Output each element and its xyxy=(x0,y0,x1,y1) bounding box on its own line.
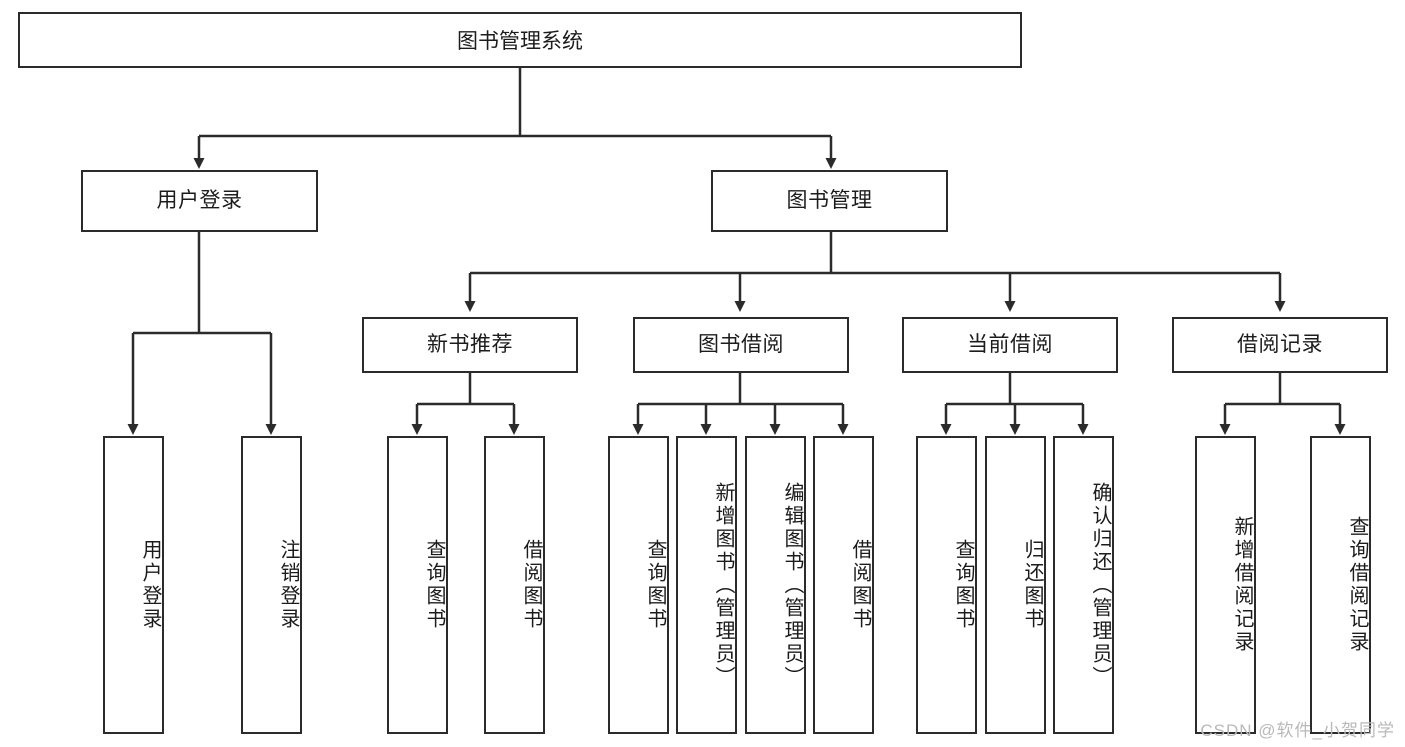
node-label: 当前借阅 xyxy=(967,333,1053,357)
node-label: 图书管理 xyxy=(786,189,873,213)
node-label: 用户登录 xyxy=(156,189,243,213)
node-label: 查询图书 xyxy=(952,539,974,631)
node-label: 查询图书 xyxy=(644,539,666,631)
node-user-login[interactable]: 用户登录 xyxy=(81,170,318,232)
node-borrow-record[interactable]: 借阅记录 xyxy=(1172,317,1388,373)
node-label: 用户登录 xyxy=(139,539,161,631)
node-label: 新增图书（管理员） xyxy=(712,481,734,689)
leaf-borrow-book[interactable]: 借阅图书 xyxy=(813,436,874,734)
node-book-management[interactable]: 图书管理 xyxy=(711,170,948,232)
leaf-user-login[interactable]: 用户登录 xyxy=(103,436,164,734)
leaf-confirm-return-admin[interactable]: 确认归还（管理员） xyxy=(1053,436,1114,734)
node-label: 图书借阅 xyxy=(698,333,784,357)
node-current-borrow[interactable]: 当前借阅 xyxy=(902,317,1118,373)
node-label: 新书推荐 xyxy=(427,333,513,357)
leaf-add-book-admin[interactable]: 新增图书（管理员） xyxy=(676,436,737,734)
node-label: 借阅图书 xyxy=(520,539,542,631)
leaf-user-logout[interactable]: 注销登录 xyxy=(241,436,302,734)
leaf-edit-book-admin[interactable]: 编辑图书（管理员） xyxy=(745,436,806,734)
leaf-query-book-borrow[interactable]: 查询图书 xyxy=(608,436,669,734)
node-label: 确认归还（管理员） xyxy=(1089,481,1111,689)
node-label: 新增借阅记录 xyxy=(1231,516,1253,654)
leaf-borrow-book-recommend[interactable]: 借阅图书 xyxy=(484,436,545,734)
node-label: 图书管理系统 xyxy=(457,30,583,53)
leaf-return-book[interactable]: 归还图书 xyxy=(985,436,1046,734)
node-label: 借阅图书 xyxy=(849,539,871,631)
node-root-book-management-system[interactable]: 图书管理系统 xyxy=(18,12,1022,68)
leaf-query-borrow-record[interactable]: 查询借阅记录 xyxy=(1310,436,1371,734)
node-label: 注销登录 xyxy=(277,539,299,631)
node-label: 编辑图书（管理员） xyxy=(781,481,803,689)
node-book-borrow[interactable]: 图书借阅 xyxy=(633,317,849,373)
leaf-query-book-current[interactable]: 查询图书 xyxy=(916,436,977,734)
node-label: 查询图书 xyxy=(423,539,445,631)
leaf-add-borrow-record[interactable]: 新增借阅记录 xyxy=(1195,436,1256,734)
csdn-watermark: CSDN @软件_小贺同学 xyxy=(1200,721,1395,740)
node-label: 借阅记录 xyxy=(1237,333,1323,357)
node-label: 归还图书 xyxy=(1021,539,1043,631)
node-label: 查询借阅记录 xyxy=(1346,516,1368,654)
leaf-query-book-recommend[interactable]: 查询图书 xyxy=(387,436,448,734)
node-new-book-recommend[interactable]: 新书推荐 xyxy=(362,317,578,373)
